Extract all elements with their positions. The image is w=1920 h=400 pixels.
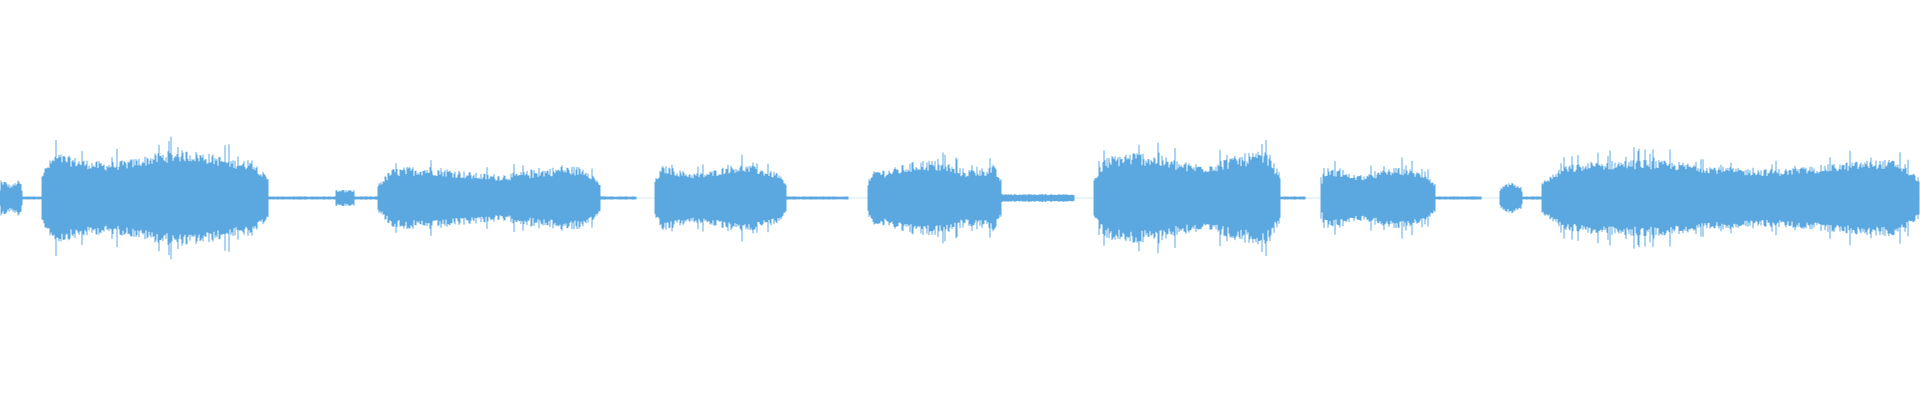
waveform-segment xyxy=(1320,157,1436,239)
waveform-segment xyxy=(1280,196,1306,200)
waveform-segment xyxy=(0,180,23,216)
waveform-segment xyxy=(1435,196,1482,200)
waveform-segment xyxy=(377,160,601,236)
waveform-segment xyxy=(1093,140,1281,256)
waveform-segment xyxy=(22,196,42,200)
waveform-segment xyxy=(354,196,378,200)
waveform-segment xyxy=(867,152,1002,244)
waveform-segment xyxy=(335,190,355,206)
waveform-segment xyxy=(1499,182,1523,214)
waveform-segment xyxy=(1541,147,1920,249)
waveform-segment xyxy=(41,136,269,260)
waveform-segment xyxy=(600,196,637,200)
waveform-segment xyxy=(654,154,787,242)
waveform-bars xyxy=(0,136,1920,260)
waveform-segment xyxy=(786,196,849,200)
waveform-segment xyxy=(1001,194,1075,202)
waveform-segment xyxy=(1522,196,1542,200)
waveform-segment xyxy=(268,196,336,200)
